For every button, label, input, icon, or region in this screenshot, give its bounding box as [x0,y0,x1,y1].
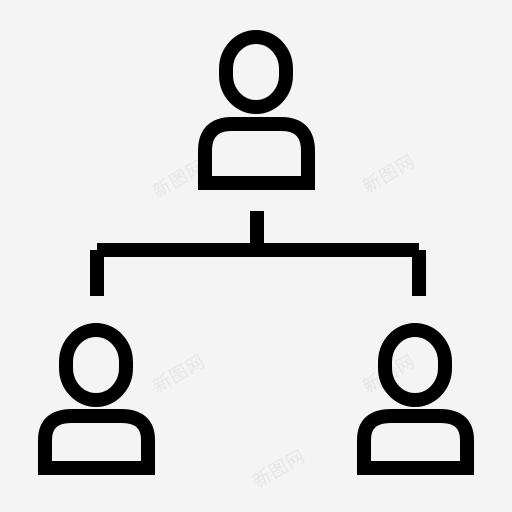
right-person-body [357,409,474,475]
right-person-head [378,323,452,407]
right-person-icon [357,323,474,475]
left-person-head [59,323,133,407]
top-person-icon [198,30,315,190]
left-person-body [38,409,155,475]
connector-lines [90,211,426,296]
top-person-body [198,117,315,190]
top-person-head [219,30,293,114]
left-person-icon [38,323,155,475]
